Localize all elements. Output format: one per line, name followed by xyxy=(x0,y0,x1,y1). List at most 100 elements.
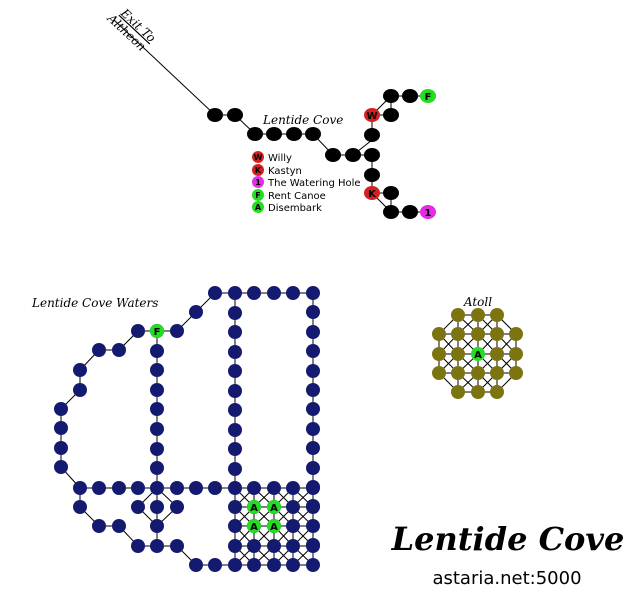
water-node[interactable] xyxy=(306,422,320,436)
water-node[interactable] xyxy=(170,539,184,553)
marker-disembark[interactable] xyxy=(247,500,261,514)
cove-node[interactable] xyxy=(286,127,302,141)
water-node[interactable] xyxy=(131,481,145,495)
water-node[interactable] xyxy=(150,539,164,553)
atoll-node[interactable] xyxy=(451,347,465,361)
water-node[interactable] xyxy=(112,343,126,357)
atoll-node[interactable] xyxy=(471,366,485,380)
water-node[interactable] xyxy=(112,481,126,495)
water-node[interactable] xyxy=(189,305,203,319)
water-node[interactable] xyxy=(228,423,242,437)
water-node[interactable] xyxy=(150,461,164,475)
water-node[interactable] xyxy=(54,441,68,455)
water-node[interactable] xyxy=(306,325,320,339)
water-node[interactable] xyxy=(131,324,145,338)
water-node[interactable] xyxy=(286,519,300,533)
cove-node[interactable] xyxy=(364,128,380,142)
water-node[interactable] xyxy=(306,402,320,416)
water-node[interactable] xyxy=(150,402,164,416)
water-node[interactable] xyxy=(306,519,320,533)
water-node[interactable] xyxy=(247,286,261,300)
atoll-node[interactable] xyxy=(471,327,485,341)
water-node[interactable] xyxy=(150,519,164,533)
water-node[interactable] xyxy=(306,441,320,455)
water-node[interactable] xyxy=(228,384,242,398)
cove-node[interactable] xyxy=(364,148,380,162)
atoll-node[interactable] xyxy=(490,327,504,341)
water-node[interactable] xyxy=(228,442,242,456)
water-node[interactable] xyxy=(286,539,300,553)
marker-watering-hole[interactable]: 1 xyxy=(420,205,436,219)
atoll-node[interactable] xyxy=(490,308,504,322)
cove-node[interactable] xyxy=(305,127,321,141)
water-node[interactable] xyxy=(306,364,320,378)
water-node[interactable] xyxy=(150,363,164,377)
water-node[interactable] xyxy=(306,286,320,300)
marker-willy[interactable]: W xyxy=(364,108,380,122)
cove-node[interactable] xyxy=(345,148,361,162)
water-node[interactable] xyxy=(150,383,164,397)
water-node[interactable] xyxy=(150,344,164,358)
atoll-node[interactable] xyxy=(509,327,523,341)
water-node[interactable] xyxy=(189,481,203,495)
atoll-node[interactable] xyxy=(509,347,523,361)
water-node[interactable] xyxy=(228,462,242,476)
water-node[interactable] xyxy=(306,539,320,553)
cove-node[interactable] xyxy=(383,205,399,219)
water-node[interactable] xyxy=(208,558,222,572)
marker-rent-canoe[interactable] xyxy=(150,324,164,338)
water-node[interactable] xyxy=(267,539,281,553)
water-node[interactable] xyxy=(228,364,242,378)
water-node[interactable] xyxy=(54,460,68,474)
water-node[interactable] xyxy=(306,500,320,514)
cove-node[interactable] xyxy=(364,168,380,182)
water-node[interactable] xyxy=(73,363,87,377)
marker-disembark-atoll[interactable] xyxy=(471,347,485,361)
water-node[interactable] xyxy=(228,345,242,359)
water-node[interactable] xyxy=(306,558,320,572)
water-node[interactable] xyxy=(131,500,145,514)
atoll-node[interactable] xyxy=(471,385,485,399)
atoll-node[interactable] xyxy=(451,327,465,341)
atoll-node[interactable] xyxy=(451,366,465,380)
water-node[interactable] xyxy=(306,481,320,495)
water-node[interactable] xyxy=(150,442,164,456)
water-node[interactable] xyxy=(170,500,184,514)
water-node[interactable] xyxy=(189,558,203,572)
water-node[interactable] xyxy=(228,481,242,495)
water-node[interactable] xyxy=(54,402,68,416)
water-node[interactable] xyxy=(228,325,242,339)
atoll-node[interactable] xyxy=(451,385,465,399)
water-node[interactable] xyxy=(150,481,164,495)
water-node[interactable] xyxy=(228,306,242,320)
cove-node[interactable] xyxy=(227,108,243,122)
marker-kastyn[interactable]: K xyxy=(364,186,380,200)
cove-node[interactable] xyxy=(383,89,399,103)
water-node[interactable] xyxy=(112,519,126,533)
water-node[interactable] xyxy=(306,383,320,397)
water-node[interactable] xyxy=(73,383,87,397)
water-node[interactable] xyxy=(228,519,242,533)
water-node[interactable] xyxy=(306,461,320,475)
atoll-node[interactable] xyxy=(432,327,446,341)
atoll-node[interactable] xyxy=(490,385,504,399)
cove-node[interactable] xyxy=(402,89,418,103)
atoll-node[interactable] xyxy=(509,366,523,380)
atoll-node[interactable] xyxy=(490,366,504,380)
water-node[interactable] xyxy=(267,286,281,300)
water-node[interactable] xyxy=(150,422,164,436)
atoll-node[interactable] xyxy=(432,366,446,380)
atoll-node[interactable] xyxy=(490,347,504,361)
water-node[interactable] xyxy=(92,519,106,533)
water-node[interactable] xyxy=(170,481,184,495)
water-node[interactable] xyxy=(228,403,242,417)
water-node[interactable] xyxy=(247,558,261,572)
marker-disembark[interactable] xyxy=(267,500,281,514)
cove-node[interactable] xyxy=(207,108,223,122)
water-node[interactable] xyxy=(267,481,281,495)
water-node[interactable] xyxy=(131,539,145,553)
water-node[interactable] xyxy=(73,500,87,514)
water-node[interactable] xyxy=(73,481,87,495)
water-node[interactable] xyxy=(228,558,242,572)
water-node[interactable] xyxy=(170,324,184,338)
